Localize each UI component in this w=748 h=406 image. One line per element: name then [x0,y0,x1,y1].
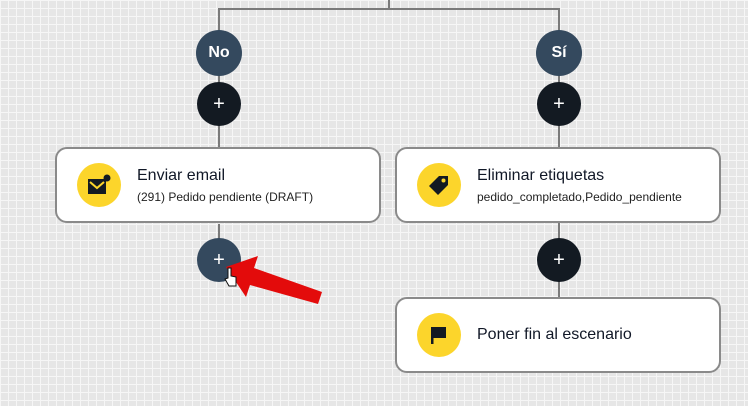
connector [218,8,560,10]
add-step-button[interactable]: + [197,82,241,126]
tag-icon [417,163,461,207]
card-title: Enviar email [137,166,226,184]
send-email-card[interactable]: Enviar email (291) Pedido pendiente (DRA… [55,147,381,223]
add-step-button[interactable]: + [537,82,581,126]
card-title: Poner fin al escenario [477,326,632,343]
remove-tags-card[interactable]: Eliminar etiquetas pedido_completado,Ped… [395,147,721,223]
card-subtitle: (291) Pedido pendiente (DRAFT) [137,189,314,204]
connector [388,0,390,9]
card-title: Eliminar etiquetas [477,166,605,184]
flag-icon [417,313,461,357]
card-subtitle: pedido_completado,Pedido_pendiente [477,189,682,204]
connector [218,224,220,240]
add-step-button-hovered[interactable]: + [197,238,241,282]
branch-badge-si: Sí [536,30,582,76]
end-scenario-card[interactable]: Poner fin al escenario [395,297,721,373]
mail-icon [77,163,121,207]
hand-cursor-icon [224,267,237,287]
branch-badge-no: No [196,30,242,76]
add-step-button[interactable]: + [537,238,581,282]
connector [218,8,220,148]
